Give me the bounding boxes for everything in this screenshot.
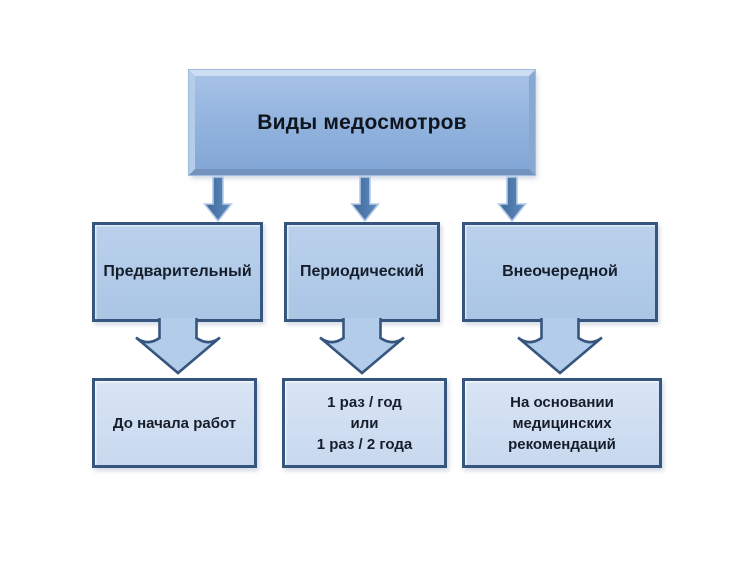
down-arrow-icon <box>203 176 233 222</box>
block-down-arrow-icon <box>319 318 405 375</box>
leaf-label: На основании медицинских рекомендаций <box>508 393 616 453</box>
branch-node-unscheduled: Внеочередной <box>462 222 658 322</box>
branch-label: Предварительный <box>103 263 252 280</box>
branch-node-periodic: Периодический <box>284 222 440 322</box>
branch-label: Внеочередной <box>502 263 618 280</box>
branch-label: Периодический <box>299 263 425 280</box>
block-down-arrow-icon <box>517 318 603 375</box>
leaf-node-frequency: 1 раз / год или 1 раз / 2 года <box>282 378 447 468</box>
down-arrow-icon <box>497 176 527 222</box>
leaf-node-medical-recommendations: На основании медицинских рекомендаций <box>462 378 662 468</box>
leaf-node-before-work: До начала работ <box>92 378 257 468</box>
branch-node-preliminary: Предварительный <box>92 222 263 322</box>
leaf-label: 1 раз / год или 1 раз / 2 года <box>316 393 413 453</box>
root-title: Виды медосмотров <box>257 110 467 134</box>
leaf-label: До начала работ <box>112 414 237 432</box>
down-arrow-icon <box>350 176 380 222</box>
block-down-arrow-icon <box>135 318 221 375</box>
root-node: Виды медосмотров <box>189 70 535 175</box>
